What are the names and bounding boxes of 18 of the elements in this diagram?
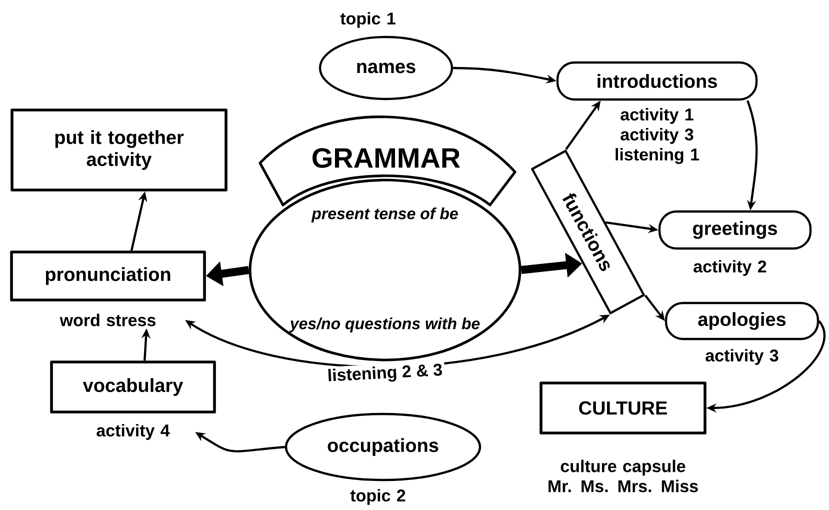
node-label: topic 2: [350, 489, 406, 505]
node-label: culture capsule Mr. Ms. Mrs. Miss: [548, 460, 698, 492]
box: pronunciation: [10, 250, 206, 302]
box: CULTURE: [540, 382, 706, 434]
edge-label: listening 2 & 3: [324, 360, 446, 388]
arched-text: yes/no questions with be: [289, 318, 480, 332]
banner: GRAMMAR: [258, 116, 516, 206]
node-label: activity 2: [694, 260, 766, 276]
box: put it together activity: [10, 108, 228, 192]
arched-text: present tense of be: [311, 208, 458, 222]
node-label: word stress: [60, 314, 156, 326]
rounded-box: apologies: [664, 302, 820, 340]
rounded-box: greetings: [658, 210, 812, 250]
node-label: topic 1: [340, 12, 396, 28]
rounded-box: introductions: [556, 61, 758, 101]
node-label: activity 4: [96, 424, 170, 440]
box: vocabulary: [50, 360, 216, 414]
node-label: activity 3: [706, 349, 778, 365]
